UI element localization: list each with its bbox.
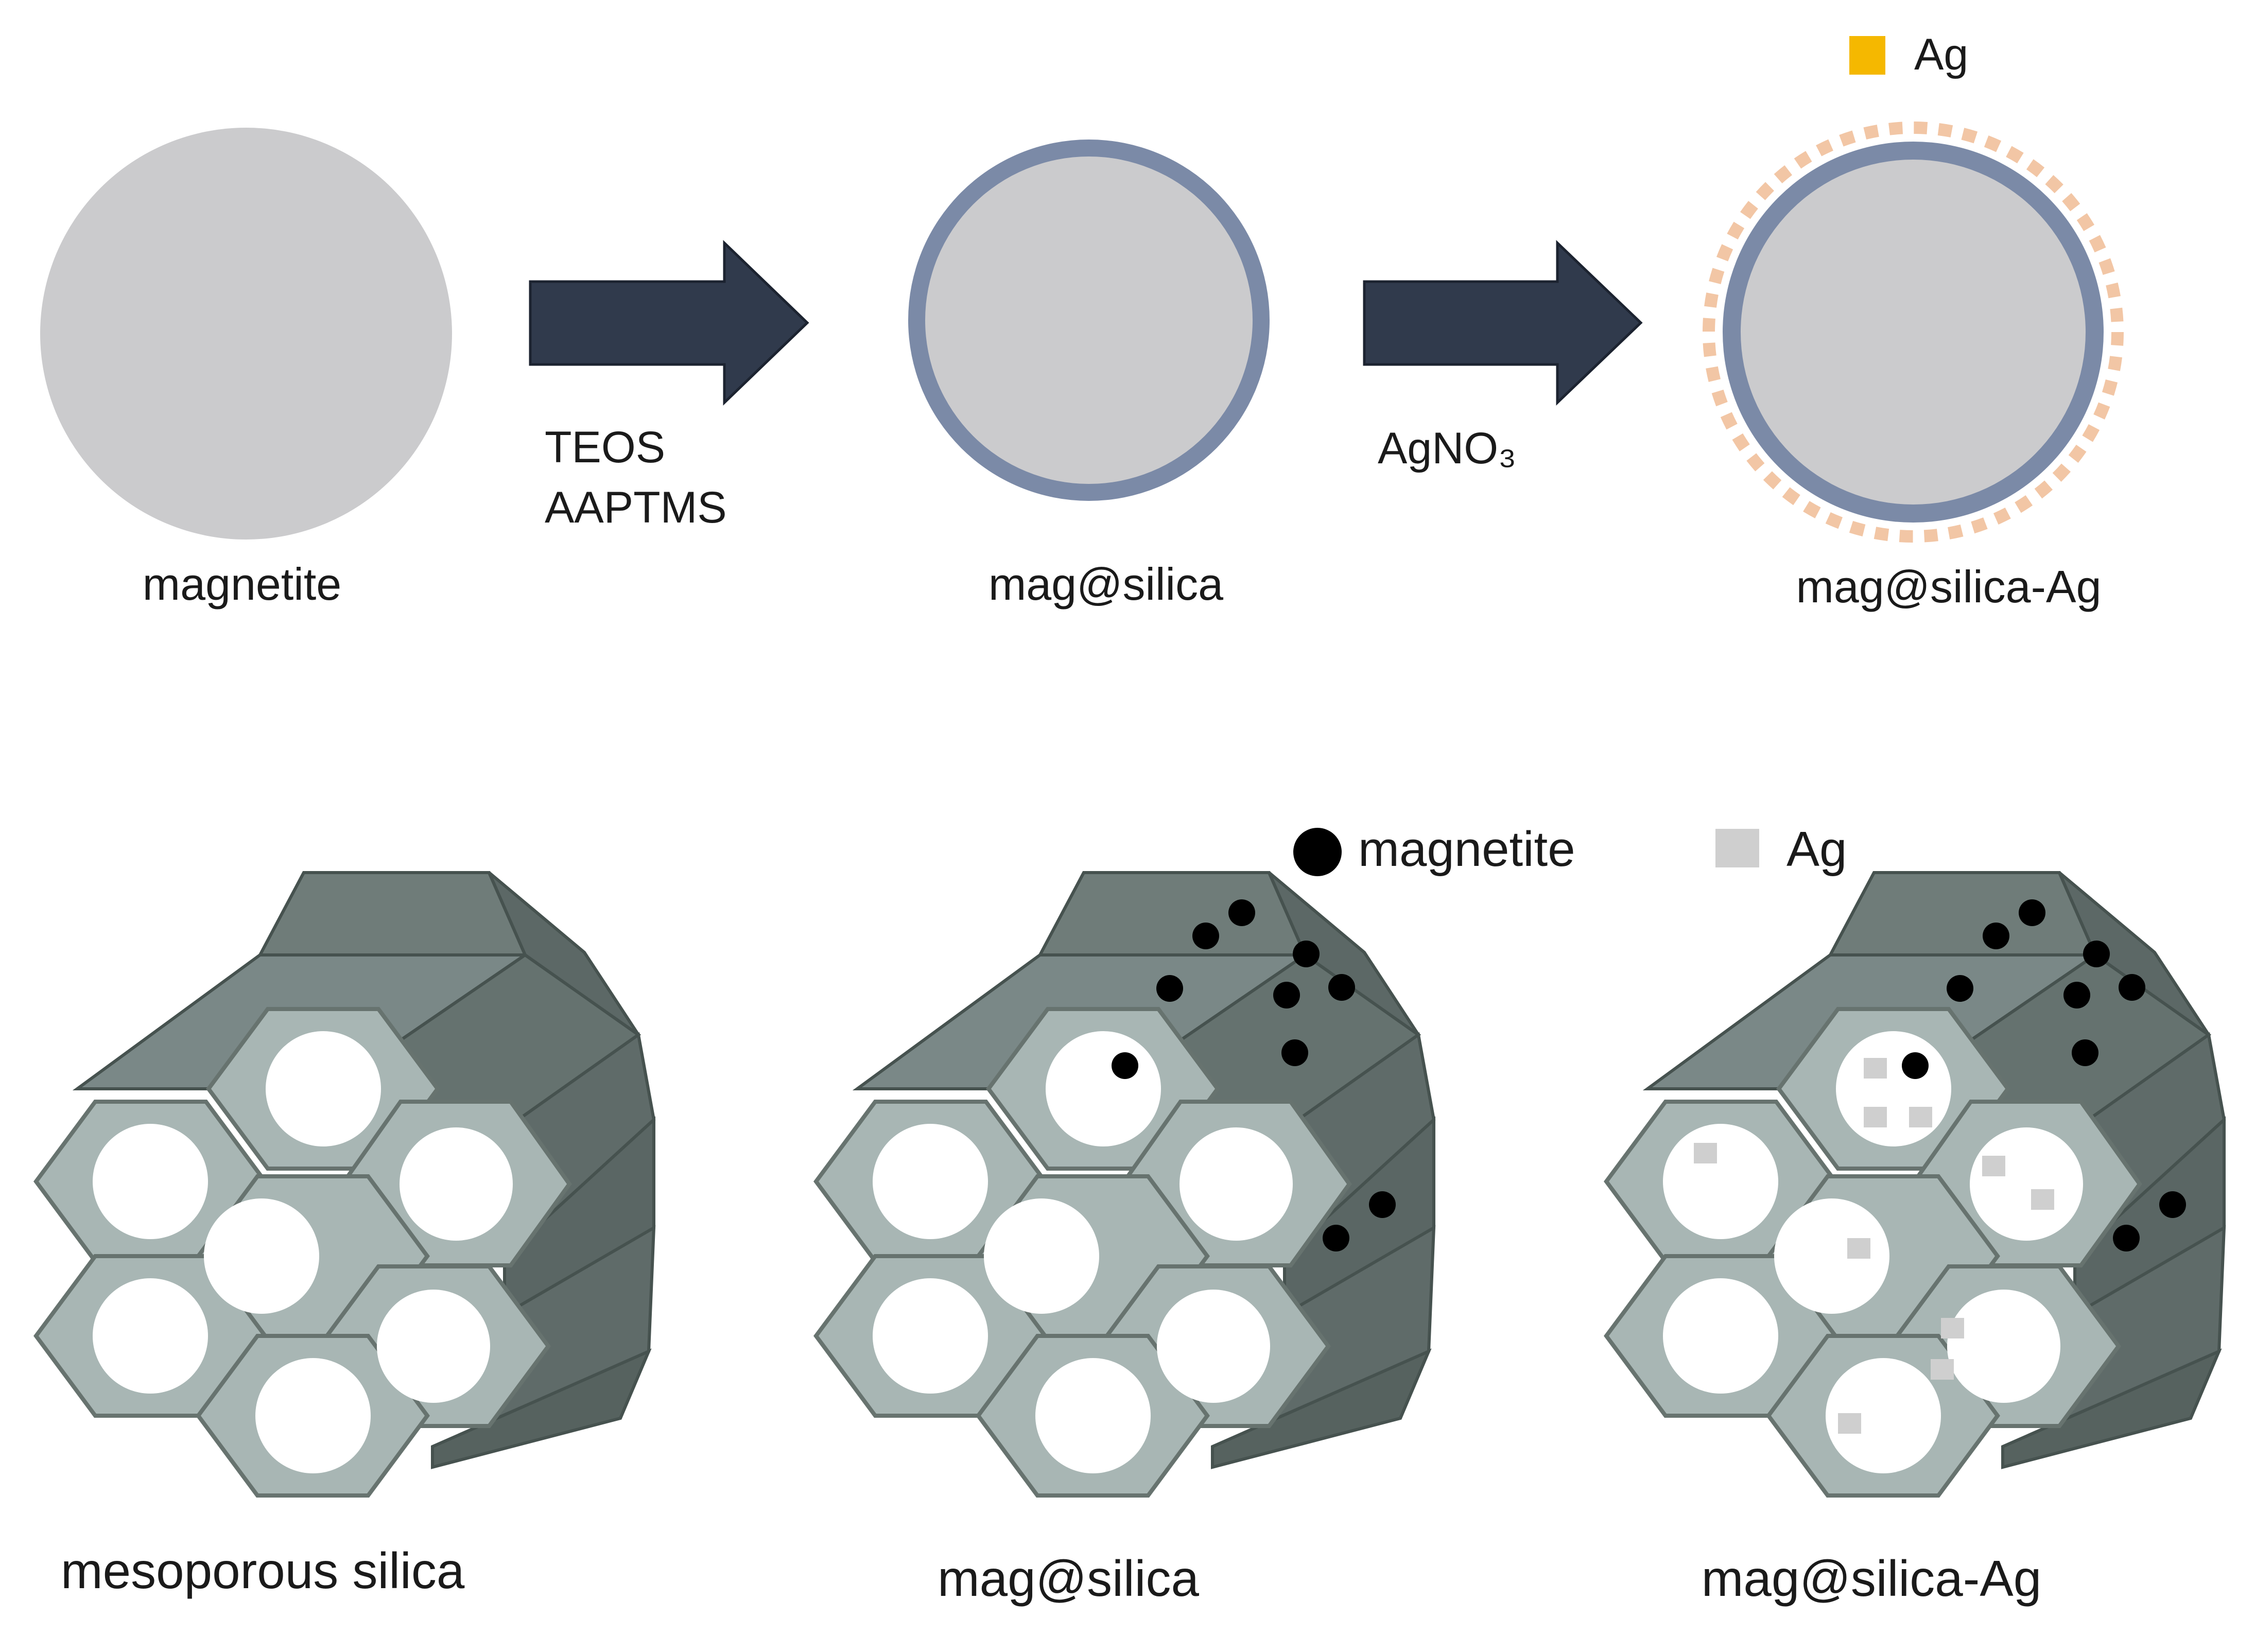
mag-silica-ag-label: mag@silica-Ag [1796, 561, 2101, 612]
mag-silica-block [816, 873, 1434, 1496]
reaction-arrow-1 [529, 240, 809, 406]
magnetite-particle [40, 128, 452, 540]
legend-ag-label-bottom: Ag [1786, 822, 1847, 877]
mag-silica-block-label: mag@silica [938, 1550, 1199, 1607]
mesoporous-silica-label: mesoporous silica [61, 1542, 465, 1599]
legend-magnetite-label: magnetite [1358, 822, 1575, 877]
arrow1-reagent-aaptms: AAPTMS [545, 483, 727, 532]
mesoporous-silica-block [36, 873, 654, 1496]
black-circle-icon [1293, 828, 1342, 876]
arrow2-reagent-agno3: AgNO₃ [1378, 424, 1516, 473]
mag-silica-ag-particle [1703, 121, 2124, 543]
reaction-arrow-2 [1363, 240, 1643, 406]
mag-silica-ag-block [1606, 873, 2224, 1496]
legend-ag-label-top: Ag [1914, 30, 1968, 79]
mag-silica-ag-block-label: mag@silica-Ag [1702, 1550, 2041, 1607]
arrow1-reagent-teos: TEOS [545, 423, 665, 472]
mag-silica-label: mag@silica [988, 559, 1223, 610]
gray-square-icon [1715, 829, 1759, 867]
magnetite-label: magnetite [143, 559, 341, 610]
yellow-square-icon [1849, 36, 1885, 75]
mag-silica-particle [908, 140, 1270, 501]
